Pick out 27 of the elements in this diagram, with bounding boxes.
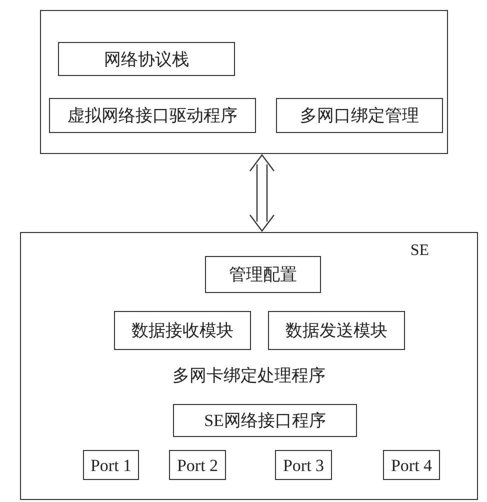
box-label: 数据发送模块: [286, 322, 388, 339]
box-label: 数据接收模块: [132, 322, 234, 339]
box-label: 网络协议栈: [104, 50, 189, 68]
process-box: [276, 98, 443, 133]
container-box: [20, 232, 478, 500]
process-box: [58, 42, 235, 76]
process-box: [173, 404, 357, 437]
process-box: [83, 450, 139, 480]
process-box: [383, 450, 440, 480]
box-label: Port 1: [90, 456, 132, 474]
double-arrow: [249, 154, 275, 232]
box-label: Port 4: [390, 456, 432, 474]
process-box: [268, 311, 405, 350]
box-label: Port 3: [282, 456, 324, 474]
container-box: [40, 10, 448, 154]
process-box: [169, 450, 226, 480]
box-label: 多网口绑定管理: [300, 107, 419, 124]
box-title: 多网卡绑定处理程序: [172, 367, 326, 384]
box-label: 管理配置: [229, 266, 297, 283]
process-box: [114, 311, 251, 350]
process-box: [49, 98, 256, 133]
box-label: Port 2: [176, 456, 218, 474]
process-box: [205, 256, 321, 293]
box-label: 虚拟网络接口驱动程序: [68, 107, 238, 124]
process-box: [275, 450, 332, 480]
box-heading: SE: [410, 243, 429, 259]
box-label: SE网络接口程序: [204, 412, 326, 429]
